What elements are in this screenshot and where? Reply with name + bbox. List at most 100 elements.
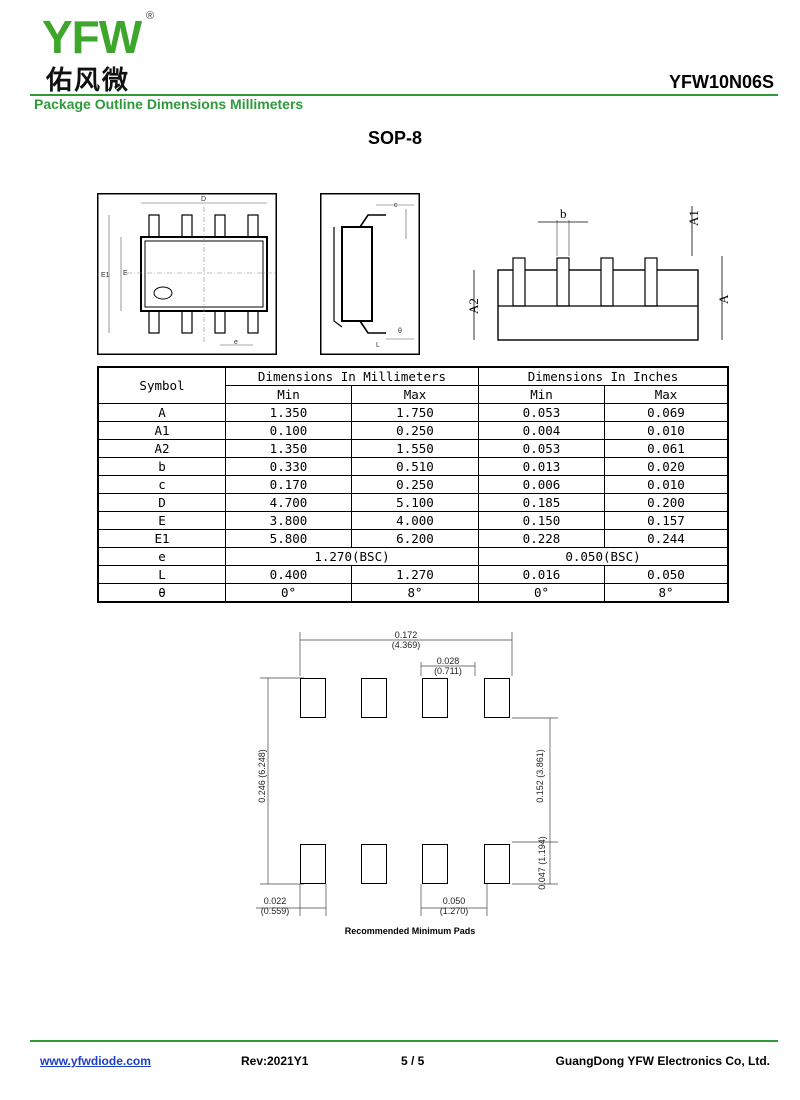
table-cell: θ [97,583,226,603]
pad-bottom-1 [300,844,326,884]
table-cell: 0.050 [604,565,729,584]
table-cell: 8° [604,583,729,603]
table-cell: 1.750 [351,403,479,422]
footer-website[interactable]: www.yfwdiode.com [40,1054,151,1068]
dim-4369: (4.369) [391,640,421,650]
dim-1194: (1.194) [537,836,547,865]
dim-0152: 0.152 [535,780,545,803]
table-cell: 1.350 [225,439,352,458]
table-cell: 0.244 [604,529,729,548]
table-header-max: Max [351,385,479,404]
footer-page-number: 5 / 5 [401,1054,425,1068]
table-header-min: Min [225,385,352,404]
table-header-min: Min [478,385,605,404]
dim-0047: 0.047 [537,867,547,890]
logo-registered-mark: ® [146,10,155,22]
footer-revision: Rev:2021Y1 [241,1054,309,1068]
footer-divider [30,1040,778,1042]
label-L: L [376,342,380,349]
label-theta: θ [398,328,402,335]
table-cell: 5.100 [351,493,479,512]
table-cell: 6.200 [351,529,479,548]
table-cell: 0.013 [478,457,605,476]
table-cell: e [97,547,226,566]
pads-caption: Recommended Minimum Pads [344,926,476,936]
dim-6248: (6.248) [257,749,267,778]
table-cell: 0° [478,583,605,603]
pad-bottom-3 [422,844,448,884]
table-cell: 0.053 [478,439,605,458]
dim-1270: (1.270) [439,906,469,916]
website-link[interactable]: www.yfwdiode.com [40,1054,151,1068]
table-cell: 1.270(BSC) [225,547,479,566]
table-cell: 0.010 [604,421,729,440]
table-cell: b [97,457,226,476]
table-header-max: Max [604,385,729,404]
table-cell: 5.800 [225,529,352,548]
table-cell: 0.069 [604,403,729,422]
table-cell: 0.010 [604,475,729,494]
table-cell: 4.700 [225,493,352,512]
table-header-inch: Dimensions In Inches [478,366,729,386]
table-header-symbol: Symbol [97,366,226,404]
logo-chinese-text: 佑风微 [46,66,131,96]
table-cell: c [97,475,226,494]
label-E1: E1 [101,272,110,279]
label-A1: A1 [686,210,701,226]
table-cell: 1.350 [225,403,352,422]
table-cell: 0.200 [604,493,729,512]
label-A: A [716,294,731,304]
dim-0050: 0.050 [442,896,466,906]
table-cell: 0.330 [225,457,352,476]
table-cell: D [97,493,226,512]
table-header-mm: Dimensions In Millimeters [225,366,479,386]
table-cell: E [97,511,226,530]
table-cell: 0.020 [604,457,729,476]
table-cell: 0.061 [604,439,729,458]
pad-top-1 [300,678,326,718]
logo-text: YFW [42,11,142,63]
table-cell: L [97,565,226,584]
table-cell: 1.270 [351,565,479,584]
table-cell: 0.006 [478,475,605,494]
dim-0172: 0.172 [394,630,418,640]
recommended-pads-drawing: 0.172 (4.369) 0.028 (0.711) 0.246 (6.248… [240,626,570,922]
table-cell: 0.157 [604,511,729,530]
dim-0022: 0.022 [263,896,287,906]
table-cell: 0.185 [478,493,605,512]
label-D: D [201,196,206,203]
dim-0028: 0.028 [436,656,460,666]
dim-0711: (0.711) [434,666,462,676]
label-E: E [123,270,128,277]
label-b: b [560,206,567,221]
table-cell: 4.000 [351,511,479,530]
table-cell: 0.053 [478,403,605,422]
table-cell: A1 [97,421,226,440]
table-cell: A2 [97,439,226,458]
label-A2: A2 [466,298,481,314]
table-cell: 0.250 [351,475,479,494]
dim-0246: 0.246 [257,780,267,803]
table-cell: 1.550 [351,439,479,458]
table-cell: 0.150 [478,511,605,530]
table-cell: 3.800 [225,511,352,530]
dim-381: (3.861) [535,749,545,778]
table-cell: 0.170 [225,475,352,494]
side-view-drawing: c θ L [320,193,420,355]
top-view-drawing: D E E1 e [97,193,277,355]
table-cell: 0.016 [478,565,605,584]
pad-top-2 [361,678,387,718]
pad-bottom-4 [484,844,510,884]
pad-top-3 [422,678,448,718]
table-cell: 0.100 [225,421,352,440]
table-cell: A [97,403,226,422]
